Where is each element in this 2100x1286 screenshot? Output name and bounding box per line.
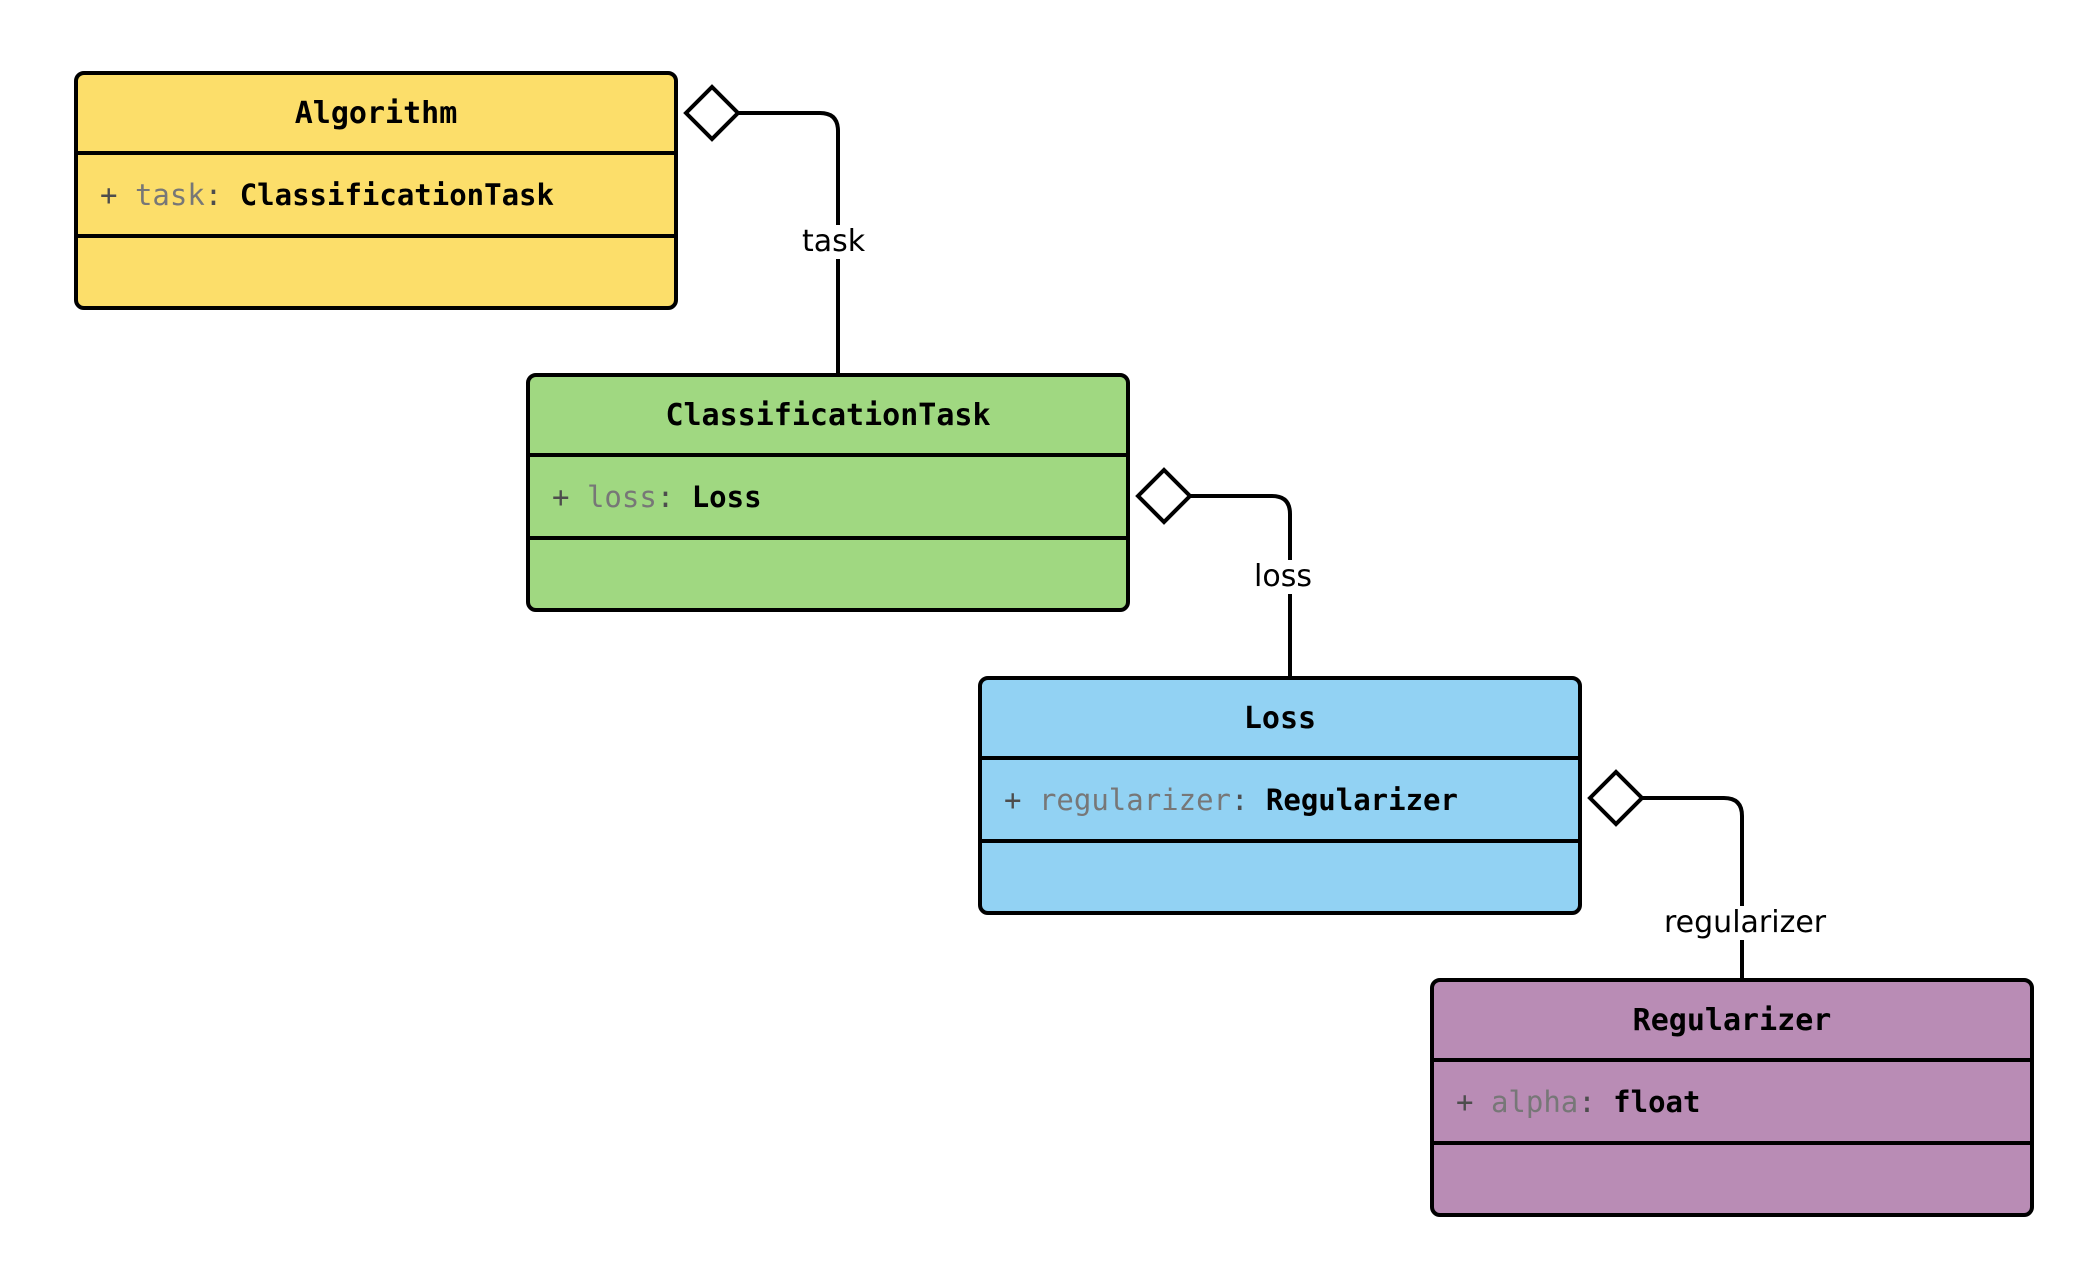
aggregation-diamond-icon-classificationtask-loss <box>1135 467 1193 525</box>
attribute-separator: : <box>1231 782 1266 817</box>
class-name-classification-task: ClassificationTask <box>530 377 1126 457</box>
attribute-separator: : <box>656 479 692 514</box>
class-attributes-classification-task: + loss: Loss <box>530 457 1126 540</box>
attribute-name: loss <box>586 479 657 514</box>
attribute-type: ClassificationTask <box>239 177 554 212</box>
class-attributes-algorithm: + task: ClassificationTask <box>78 155 674 238</box>
attribute-space <box>1021 783 1038 817</box>
attribute-type: float <box>1613 1084 1701 1119</box>
attribute-type: Regularizer <box>1265 782 1458 817</box>
attribute-row: + regularizer: Regularizer <box>1004 783 1458 817</box>
attribute-visibility: + <box>552 479 570 514</box>
relation-label-loss-regularizer: regularizer <box>1660 906 1831 940</box>
class-name-algorithm: Algorithm <box>78 75 674 155</box>
attribute-name: task <box>134 177 205 212</box>
class-methods-algorithm <box>78 238 674 306</box>
attribute-separator: : <box>1578 1084 1614 1119</box>
class-methods-loss <box>982 843 1578 911</box>
attribute-type: Loss <box>691 479 762 514</box>
class-methods-regularizer <box>1434 1145 2030 1213</box>
class-box-regularizer[interactable]: Regularizer + alpha: float <box>1430 978 2034 1217</box>
aggregation-diamond-icon-algorithm-task <box>683 84 741 142</box>
attribute-space <box>569 480 586 514</box>
class-box-classification-task[interactable]: ClassificationTask + loss: Loss <box>526 373 1130 612</box>
attribute-space <box>1473 1085 1490 1119</box>
class-attributes-regularizer: + alpha: float <box>1434 1062 2030 1145</box>
attribute-name: alpha <box>1490 1084 1579 1119</box>
class-name-regularizer: Regularizer <box>1434 982 2030 1062</box>
relation-line-loss-regularizer <box>1642 796 1744 978</box>
attribute-visibility: + <box>1004 782 1022 817</box>
aggregation-diamond-icon-loss-regularizer <box>1587 769 1645 827</box>
attribute-visibility: + <box>100 177 118 212</box>
attribute-row: + task: ClassificationTask <box>100 178 554 212</box>
attribute-visibility: + <box>1456 1084 1474 1119</box>
relation-label-classificationtask-loss: loss <box>1250 560 1316 594</box>
relation-label-algorithm-task: task <box>798 225 870 259</box>
class-box-loss[interactable]: Loss + regularizer: Regularizer <box>978 676 1582 915</box>
attribute-row: + alpha: float <box>1456 1085 1700 1119</box>
class-attributes-loss: + regularizer: Regularizer <box>982 760 1578 843</box>
attribute-separator: : <box>204 177 240 212</box>
class-box-algorithm[interactable]: Algorithm + task: ClassificationTask <box>74 71 678 310</box>
class-methods-classification-task <box>530 540 1126 608</box>
attribute-space <box>117 178 134 212</box>
class-name-loss: Loss <box>982 680 1578 760</box>
attribute-row: + loss: Loss <box>552 480 762 514</box>
attribute-name: regularizer <box>1038 782 1231 817</box>
